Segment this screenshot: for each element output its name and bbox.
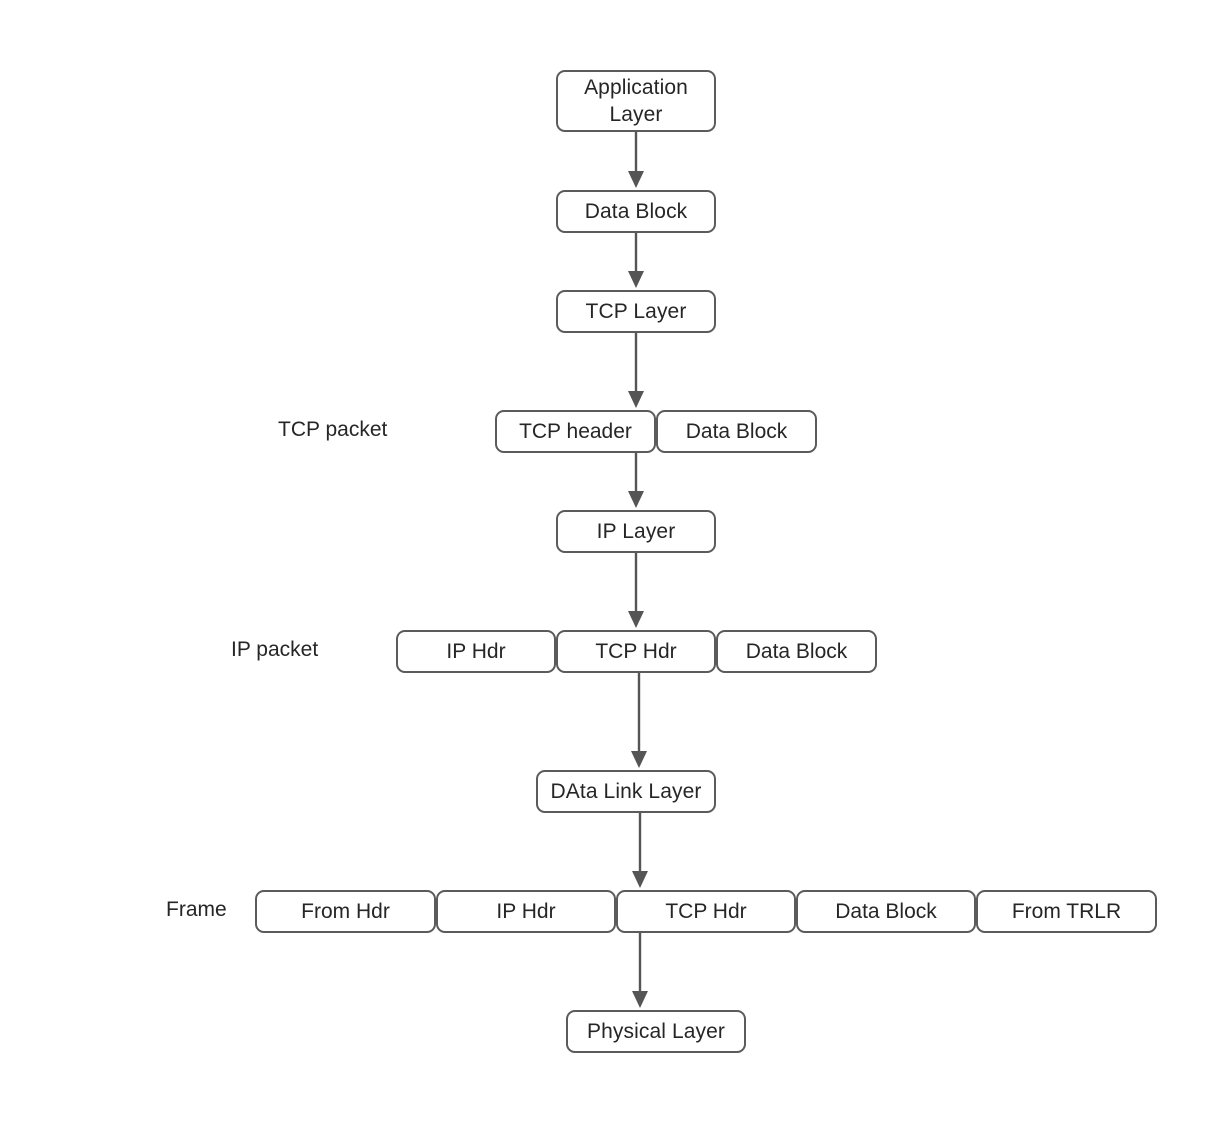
frame-segment-ip-header: IP Hdr [436,890,616,933]
frame-segment-frame-trailer: From TRLR [976,890,1157,933]
arrow-tcp-packet-to-ip-layer [628,453,644,508]
ip-packet-segment-data-block: Data Block [716,630,877,673]
node-physical-layer: Physical Layer [566,1010,746,1053]
arrow-head [632,871,648,888]
arrow-tcp-layer-to-tcp-packet [628,332,644,408]
arrow-ip-layer-to-ip-packet [628,552,644,628]
node-label: Application [584,75,688,99]
arrow-data-block-to-tcp-layer [628,233,644,288]
node-label: TCP Layer [585,299,687,323]
arrow-head [628,271,644,288]
frame-segment-tcp-header: TCP Hdr [616,890,796,933]
ip-packet-segment-ip-header: IP Hdr [396,630,556,673]
frame-segment-frame-header: From Hdr [255,890,436,933]
arrow-head [631,751,647,768]
node-tcp-layer: TCP Layer [556,290,716,333]
arrow-application-to-data-block [628,132,644,188]
arrow-ip-packet-to-data-link-layer [631,673,647,768]
tcp-packet-segment-data-block: Data Block [656,410,817,453]
node-label: Physical Layer [587,1019,725,1043]
node-label: IP Layer [596,519,676,543]
arrow-head [628,491,644,508]
arrow-data-link-layer-to-frame [632,813,648,888]
arrow-group [628,132,648,1008]
row-label-ip-packet: IP packet [231,638,319,661]
arrow-head [628,171,644,188]
frame-segment-data-block: Data Block [796,890,976,933]
arrow-head [628,611,644,628]
node-label: Data Block [584,199,688,223]
tcp-packet-segment-tcp-header: TCP header [495,410,656,453]
row-label-tcp-packet: TCP packet [278,418,388,441]
node-data-link-layer: DAta Link Layer [536,770,716,813]
node-label: DAta Link Layer [550,779,702,803]
arrow-frame-to-physical-layer [632,933,648,1008]
node-label-secondary: Layer [609,103,663,126]
row-label-frame: Frame [166,898,227,921]
ip-packet-segment-tcp-header: TCP Hdr [556,630,716,673]
node-ip-layer: IP Layer [556,510,716,553]
node-data-block-1: Data Block [556,190,716,233]
arrow-head [628,391,644,408]
arrow-head [632,991,648,1008]
